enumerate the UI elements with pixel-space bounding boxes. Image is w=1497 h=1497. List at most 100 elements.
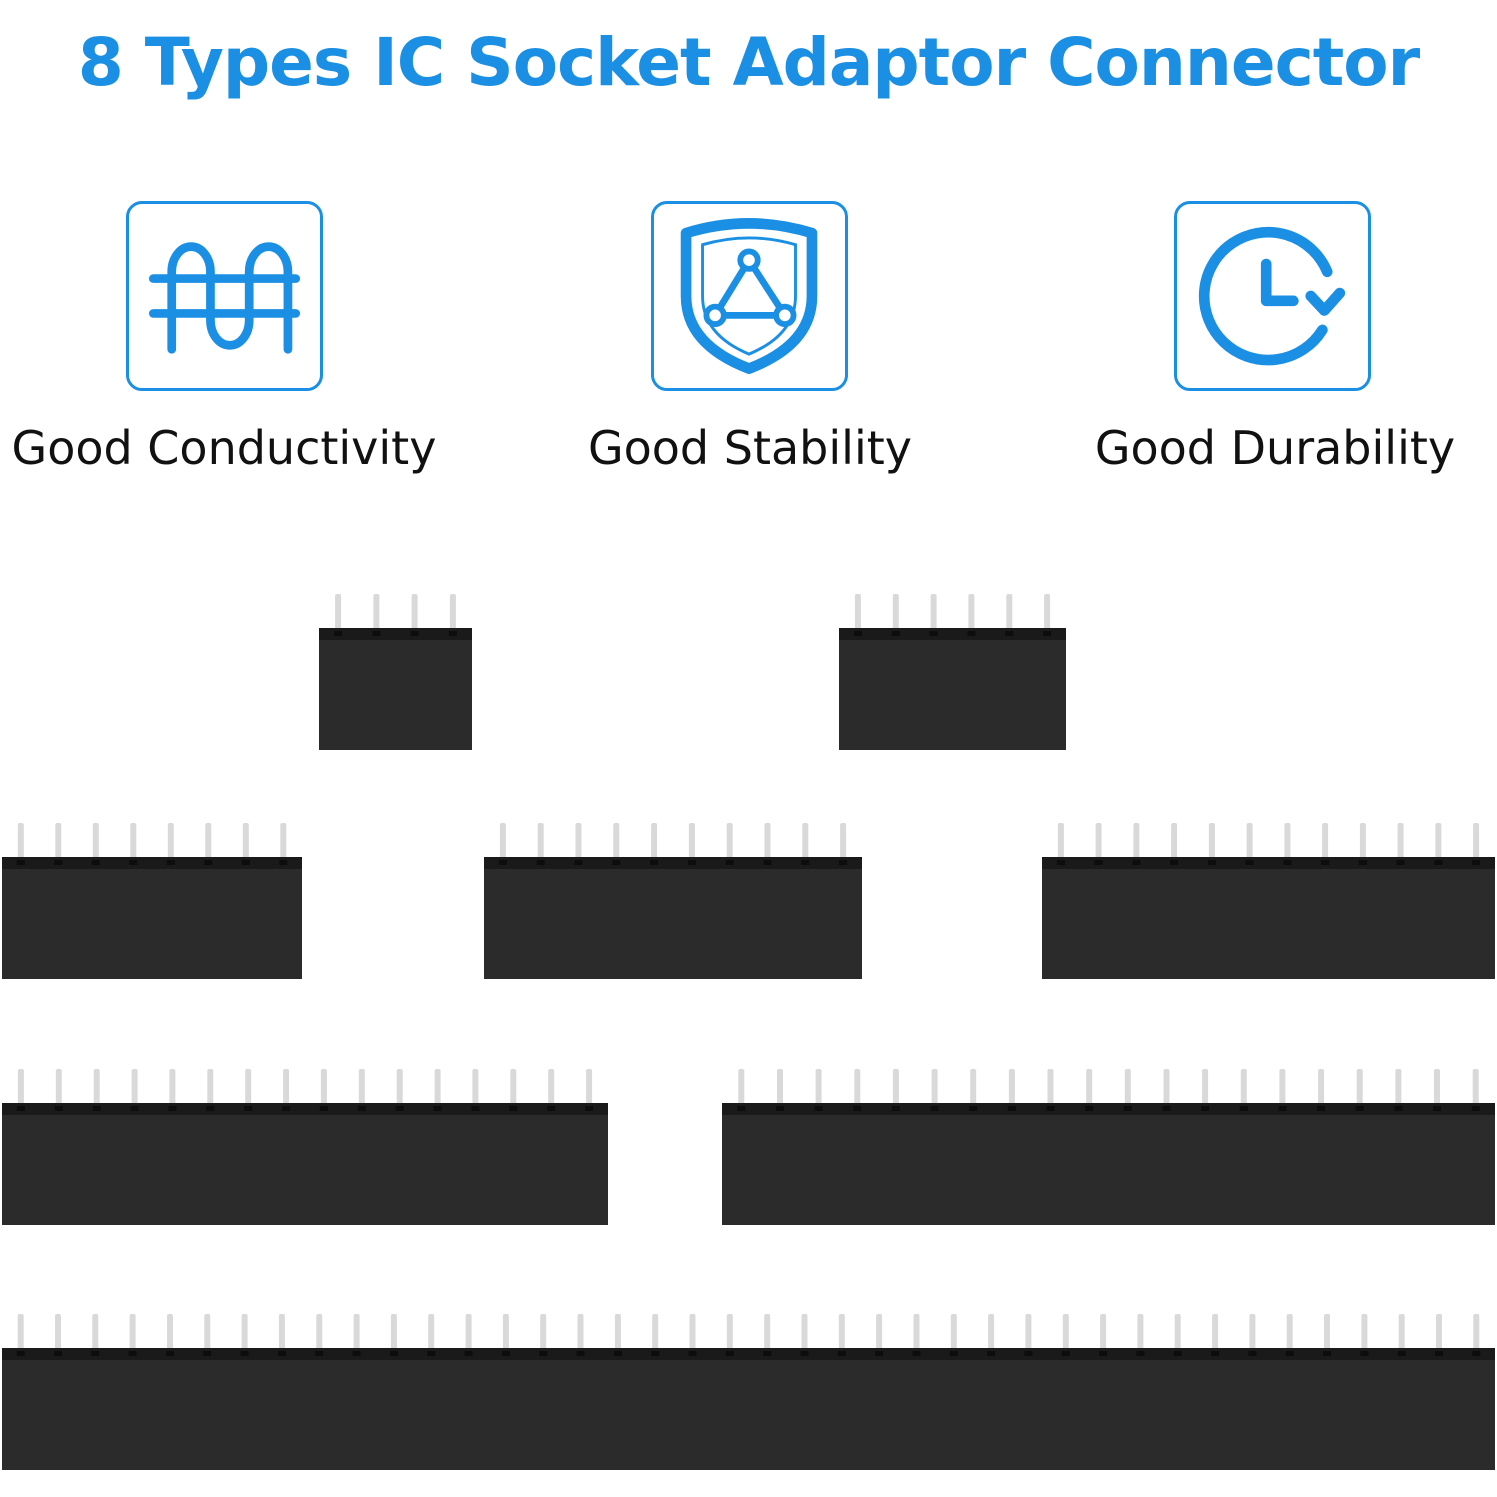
connector-pin-hole	[128, 1351, 137, 1356]
connector-pin-hole	[1394, 1106, 1403, 1111]
connector-pin	[205, 823, 212, 861]
connector-pin	[802, 823, 809, 861]
connector-top-rail	[2, 1348, 1495, 1360]
connector-pin-hole	[91, 860, 100, 865]
connector-pin	[449, 594, 456, 632]
connector-pin	[169, 1069, 176, 1107]
connector-pin-hole	[612, 860, 621, 865]
connector-pin-hole	[1360, 1351, 1369, 1356]
connector-pin-hole	[613, 1351, 622, 1356]
connector-pin	[988, 1314, 995, 1352]
connector-pin	[396, 1069, 403, 1107]
connector-pin-hole	[206, 1106, 215, 1111]
connector-pin	[241, 1314, 248, 1352]
connector-pin	[586, 1069, 593, 1107]
connector-pin-hole	[282, 1106, 291, 1111]
connector-pin	[970, 1069, 977, 1107]
connector-pin-hole	[1472, 860, 1481, 865]
connector-pin-hole	[16, 860, 25, 865]
connector-pin	[892, 1069, 899, 1107]
connector-20-pin	[722, 1069, 1495, 1225]
connector-body	[319, 640, 472, 750]
connector-pin-hole	[91, 1351, 100, 1356]
connector-pin	[1398, 1314, 1405, 1352]
connector-pin-hole	[574, 860, 583, 865]
connector-body	[2, 1115, 608, 1225]
connector-pin	[1008, 1069, 1015, 1107]
connector-pin-hole	[130, 1106, 139, 1111]
connector-pin-hole	[536, 860, 545, 865]
connector-pin	[548, 1069, 555, 1107]
connector-body	[722, 1115, 1495, 1225]
connector-pin-hole	[1323, 1351, 1331, 1356]
connector-pin	[1322, 823, 1329, 861]
connector-pin-hole	[315, 1351, 324, 1356]
connector-pin-hole	[576, 1351, 585, 1356]
connector-pin	[614, 1314, 621, 1352]
connector-pin	[577, 1314, 584, 1352]
connector-pin	[815, 1069, 822, 1107]
connector-pin	[840, 823, 847, 861]
connector-pin	[207, 1069, 214, 1107]
connector-pin-hole	[471, 1106, 480, 1111]
connector-pin-hole	[1170, 860, 1179, 865]
connector-pin	[373, 594, 380, 632]
connector-4-pin	[319, 594, 472, 750]
connector-pin	[55, 1314, 61, 1352]
connector-pin	[1133, 823, 1140, 861]
connector-body	[2, 869, 302, 979]
connector-pin	[1279, 1069, 1286, 1107]
connector-pin	[353, 1314, 360, 1352]
connector-pin	[726, 1314, 733, 1352]
connector-pin-hole	[725, 860, 734, 865]
connector-pin	[1246, 823, 1253, 861]
connector-pin-hole	[1005, 631, 1014, 636]
connector-pin-hole	[1245, 860, 1254, 865]
connector-pin-hole	[1046, 1106, 1055, 1111]
connector-pin-hole	[547, 1106, 556, 1111]
connector-pin-hole	[875, 1351, 884, 1356]
connector-pin	[1318, 1069, 1325, 1107]
connector-top-rail	[722, 1103, 1495, 1115]
connector-pin-hole	[319, 1106, 328, 1111]
connector-top-rail	[319, 628, 472, 640]
connector-pin-hole	[334, 631, 343, 636]
connector-pin	[1240, 1069, 1247, 1107]
connector-pin-hole	[1321, 860, 1330, 865]
connector-pin-hole	[1358, 860, 1367, 865]
connector-pin-hole	[687, 860, 696, 865]
connector-16-pin	[2, 1069, 608, 1225]
shield-triangle-icon	[651, 201, 848, 391]
connector-pin-hole	[800, 1351, 809, 1356]
connector-pin	[1324, 1314, 1330, 1352]
connector-pin	[129, 1314, 136, 1352]
connector-pin-hole	[166, 860, 175, 865]
connector-pin	[130, 823, 137, 861]
clock-refresh-icon	[1174, 201, 1371, 391]
connector-pin	[1208, 823, 1215, 861]
connector-pin	[1095, 823, 1102, 861]
connector-40-pin	[2, 1314, 1495, 1470]
connector-pin	[1062, 1314, 1069, 1352]
connector-pin	[55, 1069, 62, 1107]
connector-pin	[1163, 1069, 1170, 1107]
connector-pin	[652, 1314, 659, 1352]
connector-body	[2, 1360, 1495, 1470]
connector-10-pin	[484, 823, 862, 979]
connector-pin	[1472, 1069, 1479, 1107]
feature-label-durability: Good Durability	[1094, 421, 1456, 475]
connector-pin-hole	[1094, 860, 1103, 865]
connector-pin-hole	[1007, 1106, 1016, 1111]
connector-pin-hole	[650, 860, 659, 865]
connector-pin	[1137, 1314, 1144, 1352]
connector-pin-hole	[372, 631, 381, 636]
connector-pin-hole	[801, 860, 810, 865]
connector-pin-hole	[949, 1351, 958, 1356]
connector-pin	[1356, 1069, 1363, 1107]
connector-pin	[1473, 823, 1480, 861]
connector-8-pin	[2, 823, 302, 979]
connector-pin-hole	[1056, 860, 1065, 865]
connector-pin-hole	[929, 631, 938, 636]
connector-pin	[1473, 1314, 1480, 1352]
connector-pin	[876, 1314, 883, 1352]
